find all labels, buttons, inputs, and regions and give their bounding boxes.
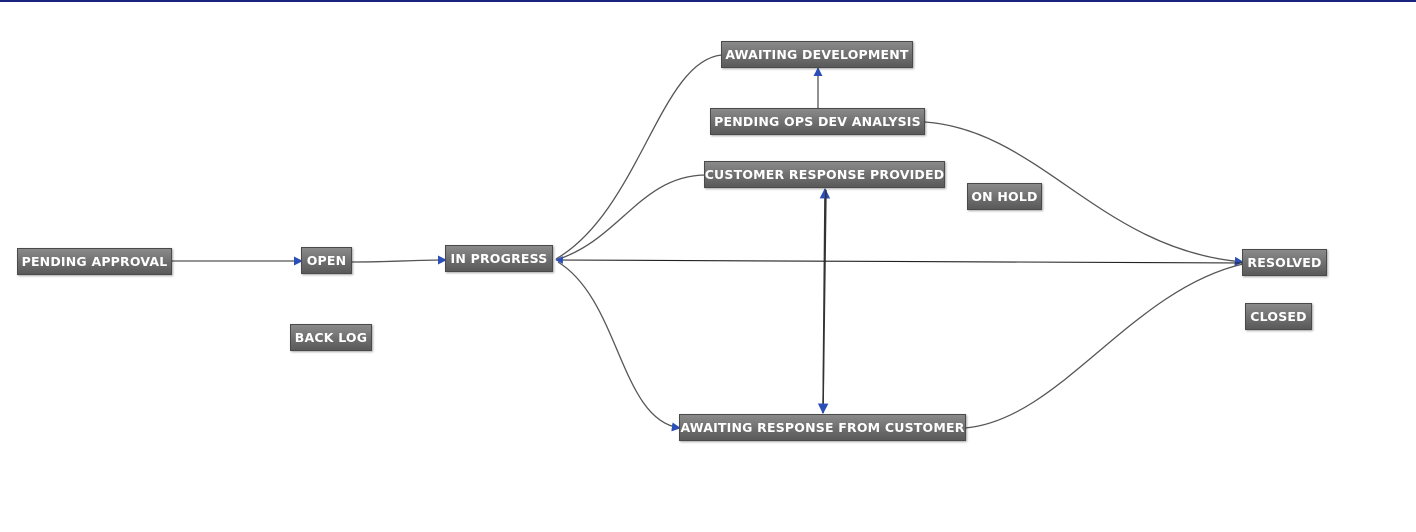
transition-open-to-in-progress[interactable] (351, 255, 447, 265)
status-customer-response-provided[interactable]: CUSTOMER RESPONSE PROVIDED (704, 161, 945, 188)
transition-customer-response-to-awaiting-response[interactable] (817, 189, 829, 415)
transition-awaiting-response-to-resolved[interactable] (964, 263, 1244, 429)
status-pending-ops-dev-analysis[interactable]: PENDING OPS DEV ANALYSIS (710, 108, 925, 135)
top-border (0, 0, 1416, 2)
status-on-hold[interactable]: ON HOLD (967, 183, 1042, 210)
status-in-progress[interactable]: IN PROGRESS (445, 245, 553, 272)
status-awaiting-development[interactable]: AWAITING DEVELOPMENT (721, 41, 913, 68)
transition-resolved-to-in-progress[interactable] (555, 256, 1244, 264)
status-pending-approval[interactable]: PENDING APPROVAL (17, 248, 172, 275)
transition-in-progress-to-awaiting-response[interactable] (557, 261, 681, 432)
status-closed[interactable]: CLOSED (1245, 303, 1312, 330)
transition-pending-ops-to-resolved[interactable] (924, 121, 1244, 266)
status-back-log[interactable]: BACK LOG (290, 324, 372, 351)
status-resolved[interactable]: RESOLVED (1242, 249, 1327, 276)
transition-in-progress-to-awaiting-development[interactable] (555, 54, 723, 260)
transition-in-progress-to-customer-response-provided[interactable] (555, 174, 706, 261)
status-open[interactable]: OPEN (301, 247, 352, 274)
status-awaiting-response-from-customer[interactable]: AWAITING RESPONSE FROM CUSTOMER (679, 414, 966, 441)
